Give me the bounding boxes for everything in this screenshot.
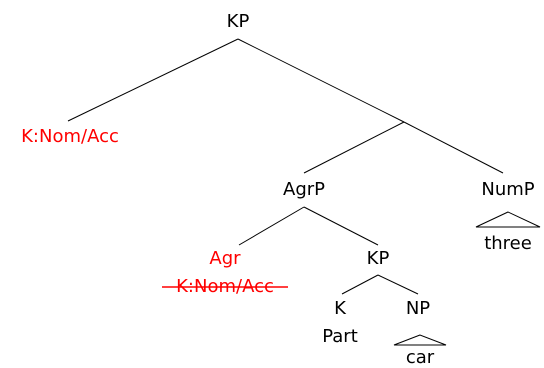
node-k-nom-acc: K:Nom/Acc — [21, 126, 119, 147]
node-kp-root: KP — [227, 11, 250, 32]
node-agr: Agr — [209, 248, 241, 269]
node-car: car — [406, 347, 435, 368]
node-np: NP — [406, 298, 430, 319]
node-k: K — [334, 298, 347, 319]
edge-kp-to-k-nom-acc — [67, 38, 239, 122]
edge-agrp-to-agr — [238, 206, 305, 246]
edge-kp-to-intermediate-node — [237, 38, 405, 123]
np-triangle — [393, 334, 447, 346]
node-kp-inner: KP — [367, 248, 390, 269]
edge-kp-to-k — [341, 274, 379, 295]
node-agrp: AgrP — [283, 179, 325, 200]
edge-intermediate-to-agrp — [303, 121, 405, 174]
edge-intermediate-to-nump — [403, 121, 504, 174]
edge-agrp-to-kp — [303, 206, 379, 246]
node-three: three — [484, 233, 532, 254]
nump-triangle — [475, 211, 541, 228]
node-nump: NumP — [481, 179, 534, 200]
edge-kp-to-np — [377, 274, 419, 295]
node-part: Part — [322, 326, 358, 347]
